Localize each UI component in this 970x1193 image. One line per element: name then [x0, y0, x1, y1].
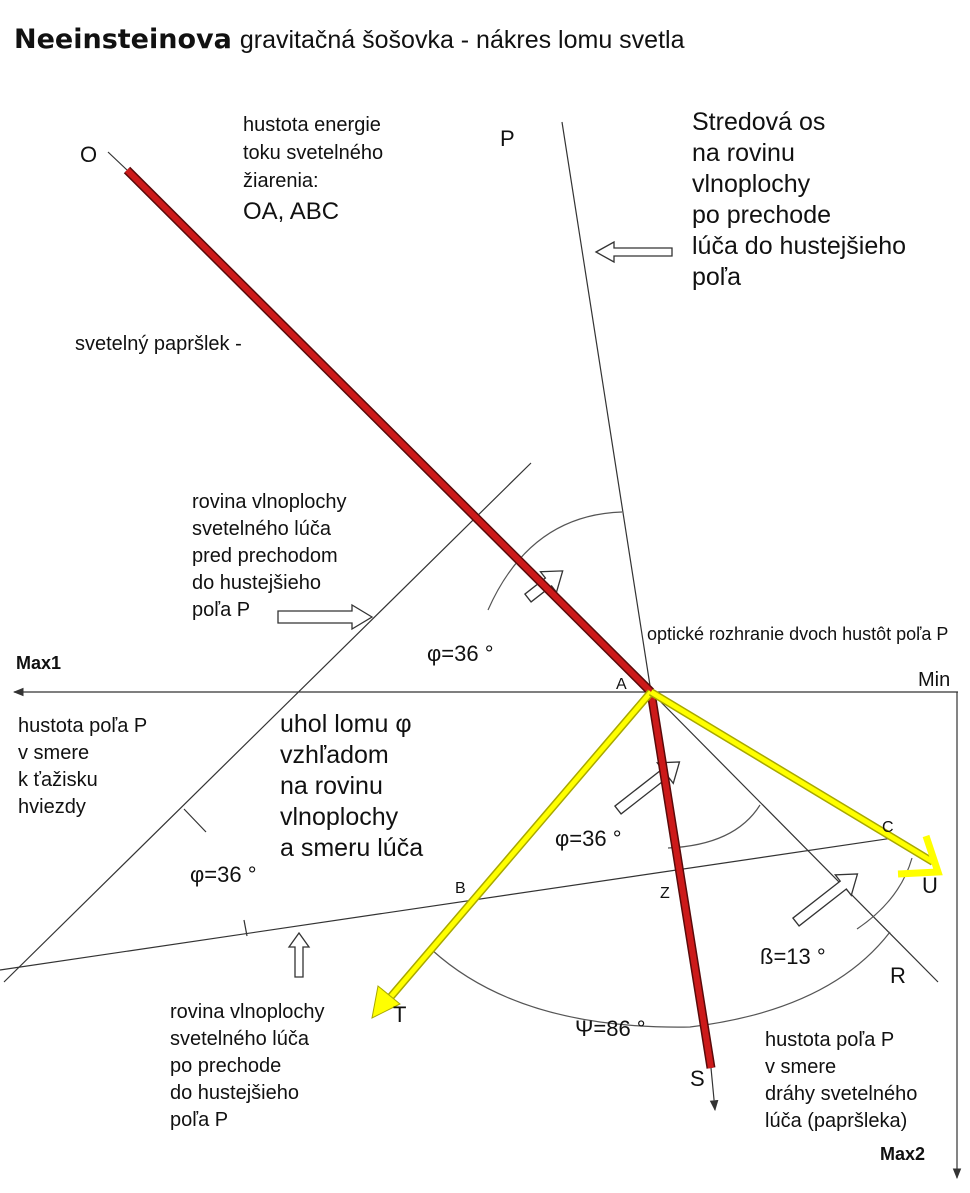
max2-label: Max2	[880, 1144, 925, 1164]
phi-mid-arc	[667, 804, 761, 849]
point-p-label: P	[500, 126, 515, 151]
density-along-ray-text: hustota poľa P v smere dráhy svetelného …	[765, 1029, 923, 1132]
energy-density-text: hustota energie toku svetelného žiarenia…	[243, 114, 389, 225]
refracted-ray-s	[646, 691, 719, 1112]
point-o-label: O	[80, 142, 97, 167]
point-b-label: B	[455, 880, 466, 897]
phi-top-label: φ=36 °	[427, 641, 494, 666]
ray-origin-stub	[107, 151, 128, 171]
point-a-label: A	[616, 676, 627, 693]
psi-label: Ψ=86 °	[575, 1016, 646, 1041]
density-to-star-text: hustota poľa P v smere k ťažisku hviezdy	[18, 715, 152, 818]
incident-extension-line	[650, 691, 939, 983]
refraction-angle-text: uhol lomu φ vzhľadom na rovinu vlnoploch…	[280, 710, 423, 862]
max1-label: Max1	[16, 653, 61, 673]
point-t-label: T	[393, 1002, 406, 1027]
center-axis-text: Stredová os na rovinu vlnoplochy po prec…	[692, 108, 913, 291]
hollow-arrow-plane-before	[277, 603, 374, 631]
psi-arc	[431, 931, 891, 1028]
beta-label: ß=13 °	[760, 944, 826, 969]
wavefront-after-line	[0, 837, 894, 971]
hollow-arrow-center-axis	[594, 240, 673, 264]
point-r-label: R	[890, 963, 906, 988]
phi-top-arc	[487, 511, 623, 611]
wavefront-before-line	[3, 462, 532, 983]
min-label: Min	[918, 669, 950, 691]
point-z-label: Z	[660, 885, 670, 902]
plane-before-text: rovina vlnoplochy svetelného lúča pred p…	[192, 491, 352, 621]
yellow-ray-u	[648, 688, 943, 878]
phi-left-tick	[183, 808, 207, 833]
phi-left-label: φ=36 °	[190, 862, 257, 887]
incident-ray	[123, 166, 655, 696]
hollow-arrow-plane-after	[287, 931, 311, 978]
point-u-label: U	[922, 873, 938, 898]
hollow-arrow-mid	[614, 761, 681, 815]
beta-arc	[856, 857, 913, 930]
optical-interface-label: optické rozhranie dvoch hustôt poľa P	[647, 624, 948, 644]
center-axis-line	[561, 121, 652, 693]
hollow-arrow-beta	[792, 873, 859, 927]
plane-after-text: rovina vlnoplochy svetelného lúča po pre…	[170, 1001, 330, 1131]
phi-mid-label: φ=36 °	[555, 826, 622, 851]
point-s-label: S	[690, 1066, 705, 1091]
ray-label: svetelný papršlek -	[75, 333, 242, 355]
phi-left-tick2	[243, 919, 248, 937]
yellow-ray-t	[371, 689, 655, 1019]
point-c-label: C	[882, 819, 894, 836]
